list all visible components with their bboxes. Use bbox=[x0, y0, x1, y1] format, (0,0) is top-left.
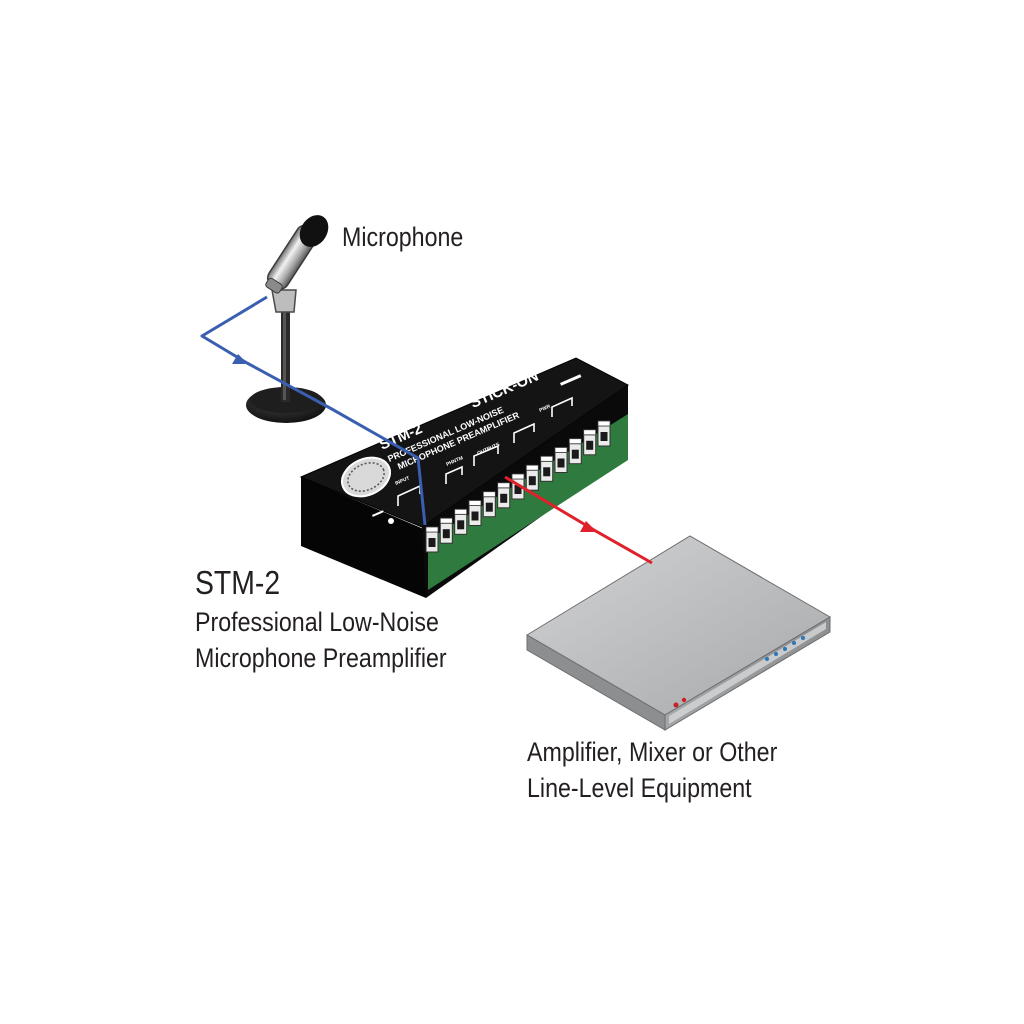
equipment-label-line2: Line-Level Equipment bbox=[527, 773, 752, 803]
microphone bbox=[246, 215, 329, 423]
terminal-screw bbox=[454, 508, 468, 535]
panel-input-label: INPUT bbox=[394, 475, 410, 486]
terminal-screw bbox=[439, 517, 453, 544]
device-description-line2: Microphone Preamplifier bbox=[195, 643, 447, 673]
terminal-screw bbox=[425, 526, 439, 553]
output-arrow-icon bbox=[580, 521, 597, 532]
power-led-icon bbox=[673, 702, 679, 708]
microphone-label: Microphone bbox=[342, 222, 464, 252]
panel-markings bbox=[371, 374, 582, 524]
terminal-screw bbox=[597, 420, 611, 447]
output-cable bbox=[504, 475, 653, 565]
input-cable bbox=[200, 295, 427, 526]
panel-power-label: PWR bbox=[538, 404, 551, 414]
terminal-screw bbox=[583, 429, 597, 456]
input-arrow-icon bbox=[232, 354, 248, 364]
mic-clip bbox=[271, 289, 297, 313]
terminal-block bbox=[425, 420, 611, 553]
rdl-logo-badge bbox=[341, 456, 391, 498]
line-level-equipment bbox=[526, 535, 831, 731]
terminal-screw bbox=[482, 491, 496, 518]
stm2-device: STM-2 STICK-ON PROFESSIONAL LOW-NOISE MI… bbox=[299, 357, 629, 598]
terminal-screw bbox=[525, 464, 539, 491]
terminal-screw bbox=[568, 438, 582, 465]
device-model-label: STM-2 bbox=[195, 564, 281, 601]
terminal-screw bbox=[540, 455, 554, 482]
panel-brackets bbox=[397, 396, 573, 506]
equipment-top bbox=[526, 535, 831, 716]
terminal-screw bbox=[497, 482, 511, 509]
terminal-screw bbox=[554, 447, 568, 473]
equipment-indicators bbox=[673, 636, 805, 708]
device-description-line1: Professional Low-Noise bbox=[195, 607, 439, 637]
mic-head-icon bbox=[299, 215, 329, 247]
equipment-label-line1: Amplifier, Mixer or Other bbox=[527, 737, 778, 767]
terminal-screw bbox=[468, 500, 482, 526]
